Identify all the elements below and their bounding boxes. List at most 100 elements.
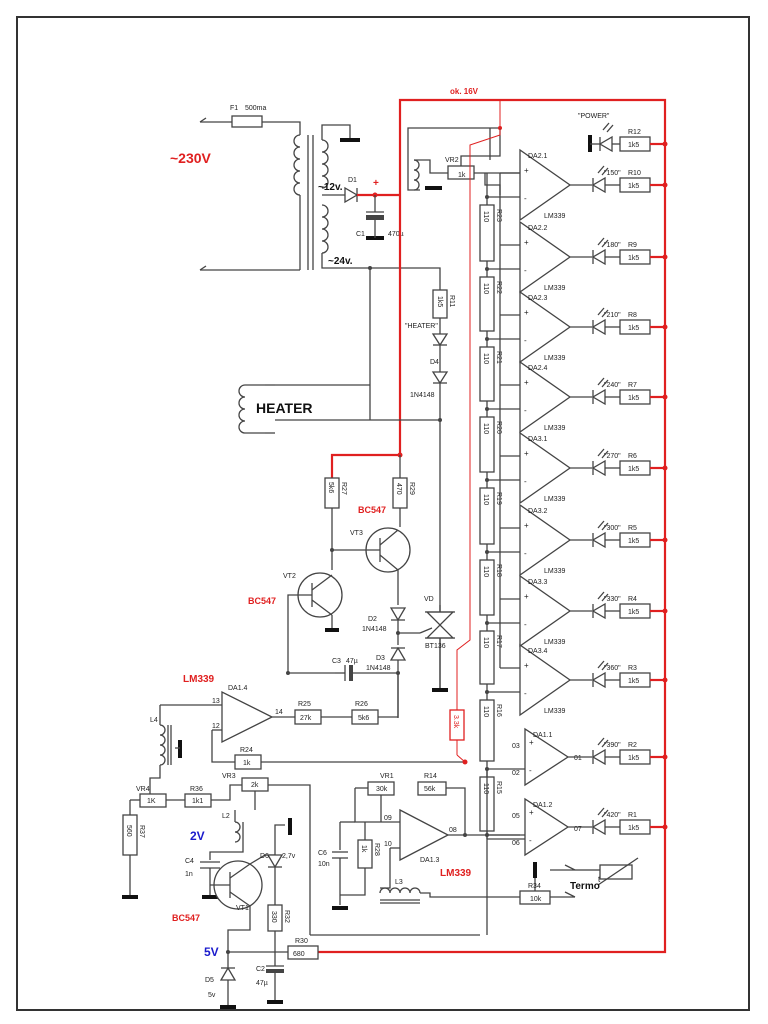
led-ray-a-3 [597,377,605,386]
div-value-7: 110 [482,706,489,717]
div-value-6: 110 [482,637,489,648]
r36-label: R36 [190,786,203,793]
comparator-label-6: DA3.3 [528,579,548,586]
capacitor-c2 [266,969,284,973]
minus-sign-1: - [524,266,527,275]
c6-label: C6 [318,850,327,857]
r27-value: 5k6 [327,482,334,493]
r25-label: R25 [298,701,311,708]
led-ray-b-1 [601,239,609,248]
d5-label: D5 [205,977,214,984]
led-heater [431,333,449,347]
rail-16v [318,98,667,954]
div-value-5: 110 [482,566,489,577]
vt2-type: BC547 [248,596,276,606]
comparator-chip-5: LM339 [544,568,566,575]
rail-dot-4 [662,465,668,471]
rectifier [322,186,400,240]
r-label-1: R9 [628,242,637,249]
heater-led-label: "HEATER" [405,323,438,330]
voltage-5v-label: 5V [204,945,219,959]
comparator-5 [519,503,572,577]
div-label-2: R21 [495,351,502,364]
comparator-4 [519,431,572,505]
r34-label: R34 [528,883,541,890]
led-ray-a-1 [597,237,605,246]
d3-label: D3 [376,655,385,662]
r37-label: R37 [138,825,145,838]
r11-value: 1k5 [436,296,443,307]
plus-label: + [373,178,379,189]
voltage-2v-label: 2V [190,829,205,843]
mains-input [199,115,441,420]
r-value-4: 1k5 [628,466,639,473]
comparator-chip-0: LM339 [544,213,566,220]
minus-sign-3: - [524,406,527,415]
resistor-r30 [287,945,319,960]
minus-sign-6: - [524,620,527,629]
zener-d6 [266,854,284,869]
div-dot-7 [485,690,489,694]
da13-label: DA1.3 [420,857,440,864]
r25-value: 27k [300,715,312,722]
led-label-4: "270" [604,453,621,460]
c3-value: 47µ [346,658,358,665]
rail-dot-3 [662,394,668,400]
r30-value: 680 [293,951,305,958]
led-label-8: "390" [604,742,621,749]
div-label-4: R19 [495,492,502,505]
led-6 [591,602,606,620]
capacitor-c1 [366,215,384,220]
led-ray-a-2 [597,307,605,316]
vd-value: BT136 [425,643,446,650]
d4-value: 1N4148 [410,392,435,399]
r29-value: 470 [395,483,402,495]
div-label-3: R20 [495,421,502,434]
c4-value: 1n [185,871,193,878]
led-1 [591,248,606,266]
r-label-5: R5 [628,525,637,532]
minus-sign-7: - [524,689,527,698]
r26-label: R26 [355,701,368,708]
vr3-value: 2k [251,782,259,789]
l3-label: L3 [395,879,403,886]
thermistor-termo [599,864,633,880]
c1-value: 470µ [388,231,404,238]
thermocouple [550,857,639,898]
comparator-label-5: DA3.2 [528,508,548,515]
rail-dot-7 [662,677,668,683]
r37-value: 560 [125,825,132,837]
pin-01: 01 [574,755,582,762]
comparator-label-4: DA3.1 [528,436,548,443]
led-ray-b-4 [601,450,609,459]
led-label-2: "210" [604,312,621,319]
r-label-0: R10 [628,170,641,177]
r-value-0: 1k5 [628,183,639,190]
div-dot-6 [485,621,489,625]
resistor-3-3k [449,128,501,763]
da13-type: LM339 [440,868,472,879]
led-ray-b-7 [601,662,609,671]
led-0 [591,176,606,194]
rail-dot-9 [662,824,668,830]
pin-02: 02 [512,770,520,777]
led-7 [591,671,606,689]
r12-value: 1k5 [628,142,639,149]
rail-dot-2 [662,324,668,330]
r14-label: R14 [424,773,437,780]
vr4-value: 1K [147,798,156,805]
vr4-label: VR4 [136,786,150,793]
minus-sign-8: - [529,766,532,775]
led-ray-a-5 [597,520,605,529]
comparator-da1-4 [149,673,468,795]
comparator-label-0: DA2.1 [528,153,548,160]
pin-07: 07 [574,826,582,833]
comparator-0 [519,148,572,222]
pin-08: 08 [449,827,457,834]
vt2-label: VT2 [283,573,296,580]
r34-value: 10k [530,896,542,903]
led-label-0: "150" [604,170,621,177]
led-2 [591,318,606,336]
led-ray-a-4 [597,448,605,457]
diode-d3 [389,646,407,661]
